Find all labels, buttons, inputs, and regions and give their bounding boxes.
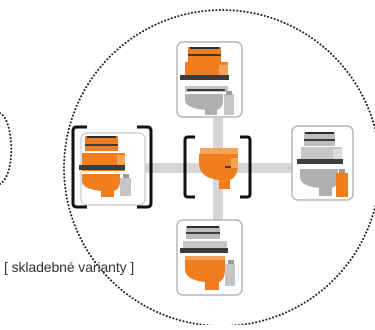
module-right[interactable]: [291, 125, 354, 201]
caption: [ skladebné varianty ]: [4, 259, 135, 275]
module-center[interactable]: [183, 135, 252, 199]
module-bottom[interactable]: [176, 219, 243, 296]
module-left[interactable]: [71, 125, 153, 209]
dotted-arc-left: [0, 112, 13, 185]
module-top[interactable]: [176, 41, 243, 118]
